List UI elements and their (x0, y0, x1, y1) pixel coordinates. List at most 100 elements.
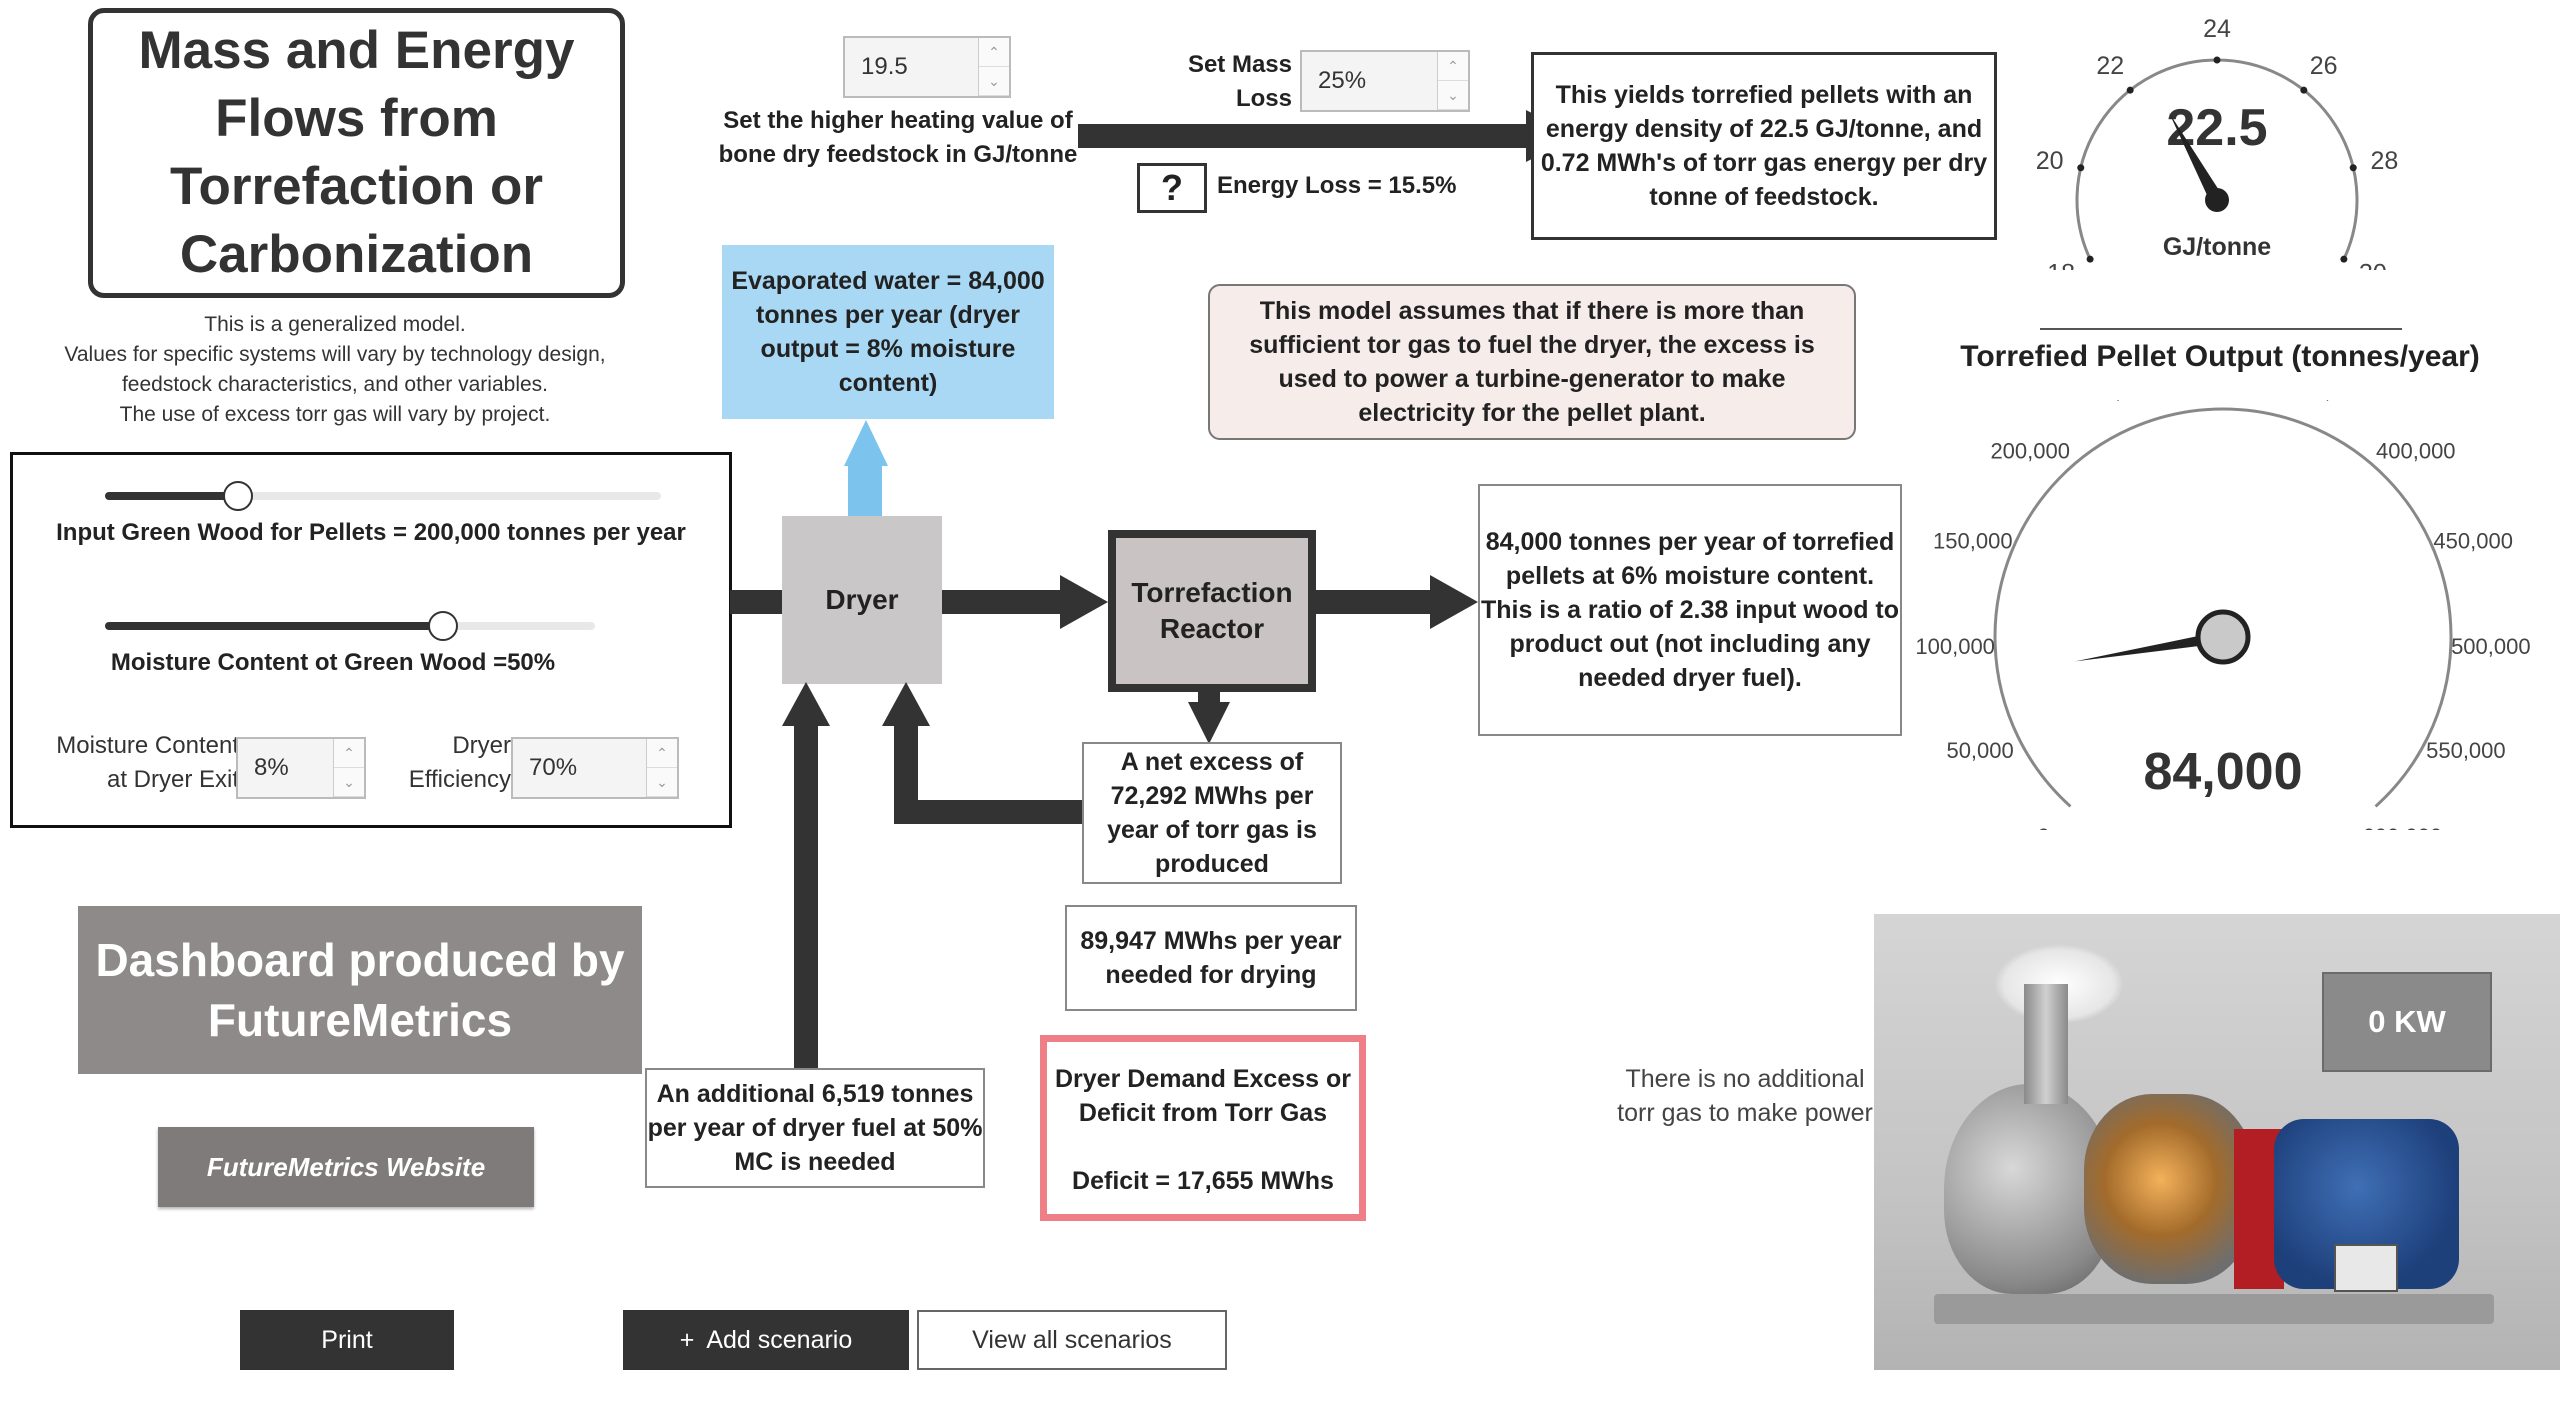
gauge-tick-label: 350,000 (2288, 400, 2368, 403)
gauge-hub (2205, 188, 2229, 212)
mass-loss-stepper[interactable]: 25% ⌃⌄ (1300, 50, 1470, 112)
flow-arrow (794, 722, 818, 1068)
arrow-head (844, 420, 888, 466)
dryer-fuel-box: An additional 6,519 tonnes per year of d… (645, 1068, 985, 1188)
model-disclaimer: This is a generalized model. Values for … (20, 310, 650, 430)
title-box: Mass and Energy Flows from Torrefaction … (88, 8, 625, 298)
deficit-title: Dryer Demand Excess or Deficit from Torr… (1055, 1065, 1351, 1127)
energy-loss-readout: Energy Loss = 15.5% (1217, 172, 1457, 199)
moisture-exit-label: Moisture Content at Dryer Exit (56, 732, 239, 793)
view-scenarios-button[interactable]: View all scenarios (917, 1310, 1227, 1370)
chevron-down-icon[interactable]: ⌄ (647, 768, 677, 797)
flow-arrow (730, 590, 782, 614)
produced-by-banner: Dashboard produced by FutureMetrics (78, 906, 642, 1074)
chevron-up-icon[interactable]: ⌃ (979, 38, 1009, 67)
arrow-head (782, 682, 830, 726)
plus-icon: + (679, 1325, 695, 1354)
pellet-output-gauge: 050,000100,000150,000200,000250,000300,0… (1915, 400, 2530, 830)
hhv-label: Set the higher heating value of bone dry… (718, 107, 1078, 168)
gauge-tick-label: 28 (2370, 147, 2398, 175)
gauge-tick-label: 18 (2047, 259, 2075, 270)
add-scenario-button[interactable]: + Add scenario (623, 1310, 909, 1370)
yield-summary: This yields torrefied pellets with an en… (1531, 52, 1997, 240)
flow-arrow (894, 800, 1082, 824)
pellet-output-summary: 84,000 tonnes per year of torrefied pell… (1478, 484, 1902, 736)
gauge-tick-label: 20 (2036, 147, 2064, 175)
gauge-tick-label: 450,000 (2433, 529, 2513, 554)
dryer-block: Dryer (782, 516, 942, 684)
gauge-tick (2340, 255, 2348, 263)
flow-arrow (942, 590, 1062, 614)
green-wood-label: Input Green Wood for Pellets = 200,000 t… (56, 519, 686, 546)
disclaimer-line: feedstock characteristics, and other var… (121, 373, 549, 396)
output-gauge-title: Torrefied Pellet Output (tonnes/year) (1960, 340, 2480, 373)
moisture-exit-stepper[interactable]: 8% ⌃⌄ (236, 737, 366, 799)
gauge-tick-label: 500,000 (2451, 634, 2531, 659)
arrow-head (882, 682, 930, 726)
gauge-hub (2195, 609, 2251, 665)
gauge-tick-label: 150,000 (1933, 529, 2013, 554)
flow-arrow (1198, 692, 1220, 704)
page-title: Mass and Energy Flows from Torrefaction … (138, 21, 575, 284)
gauge-tick-label: 600,000 (2363, 824, 2443, 830)
disclaimer-line: The use of excess torr gas will vary by … (119, 403, 551, 426)
gauge-arc (2075, 58, 2359, 260)
chevron-up-icon[interactable]: ⌃ (647, 739, 677, 768)
flow-arrow (1316, 590, 1432, 614)
help-icon[interactable]: ? (1137, 163, 1207, 213)
gauge-value: 22.5 (2166, 99, 2267, 157)
deficit-value: Deficit = 17,655 MWhs (1072, 1167, 1334, 1195)
gauge-tick-label: 400,000 (2376, 439, 2456, 464)
gauge-ticks: 18202224262830 (2036, 15, 2399, 270)
slider-thumb[interactable] (223, 481, 254, 511)
divider (2040, 328, 2402, 330)
chevron-up-icon[interactable]: ⌃ (334, 739, 364, 768)
flow-arrow (894, 722, 918, 824)
torrefaction-reactor: Torrefaction Reactor (1108, 530, 1316, 692)
gauge-tick (2349, 164, 2357, 172)
gauge-value: 84,000 (2143, 743, 2302, 801)
gauge-tick (2213, 56, 2221, 64)
website-link-button[interactable]: FutureMetrics Website (158, 1127, 534, 1207)
slider-thumb[interactable] (428, 611, 459, 641)
deficit-box: Dryer Demand Excess or Deficit from Torr… (1040, 1035, 1366, 1221)
gauge-tick-label: 200,000 (1990, 439, 2070, 464)
chevron-down-icon[interactable]: ⌄ (979, 67, 1009, 96)
disclaimer-line: This is a generalized model. (204, 313, 466, 336)
gauge-tick-label: 550,000 (2426, 738, 2506, 763)
gauge-tick-label: 30 (2359, 259, 2387, 270)
chevron-down-icon[interactable]: ⌄ (334, 768, 364, 797)
gauge-tick-label: 24 (2203, 15, 2231, 43)
power-output-readout: 0 KW (2322, 972, 2492, 1072)
input-panel: Input Green Wood for Pellets = 200,000 t… (10, 452, 732, 828)
gauge-needle (2074, 631, 2224, 662)
gauge-tick-label: 50,000 (1946, 738, 2013, 763)
gauge-tick-label: 100,000 (1915, 634, 1995, 659)
gauge-needle (2168, 112, 2224, 204)
drying-need-box: 89,947 MWhs per year needed for drying (1065, 905, 1357, 1011)
gauge-tick-label: 0 (2038, 824, 2050, 830)
hhv-stepper[interactable]: 19.5 ⌃⌄ (843, 36, 1011, 98)
energy-density-gauge: 18202224262830 22.5 GJ/tonne (2036, 15, 2399, 270)
gauge-unit: GJ/tonne (2163, 233, 2271, 261)
arrow-head (1060, 575, 1108, 629)
dryer-efficiency-stepper[interactable]: 70% ⌃⌄ (511, 737, 679, 799)
gauge-tick (2300, 86, 2308, 94)
gauge-tick (2086, 255, 2094, 263)
chevron-down-icon[interactable]: ⌄ (1438, 81, 1468, 110)
gauge-tick (2126, 86, 2134, 94)
print-button[interactable]: Print (240, 1310, 454, 1370)
gauge-tick-label: 250,000 (2079, 400, 2159, 403)
arrow-head (1430, 575, 1478, 629)
mass-loss-label: Set Mass Loss (1187, 51, 1292, 112)
gauge-ticks: 050,000100,000150,000200,000250,000300,0… (1915, 400, 2530, 830)
gauge-arc (1993, 407, 2453, 808)
moisture-label: Moisture Content ot Green Wood =50% (110, 649, 556, 676)
assumption-note: This model assumes that if there is more… (1208, 284, 1856, 440)
no-power-note: There is no additional torr gas to make … (1617, 1065, 1873, 1127)
gauge-tick-label: 26 (2310, 52, 2338, 80)
add-scenario-label: Add scenario (706, 1325, 853, 1354)
net-excess-box: A net excess of 72,292 MWhs per year of … (1082, 742, 1342, 884)
evaporated-water-box: Evaporated water = 84,000 tonnes per yea… (722, 245, 1054, 419)
chevron-up-icon[interactable]: ⌃ (1438, 52, 1468, 81)
